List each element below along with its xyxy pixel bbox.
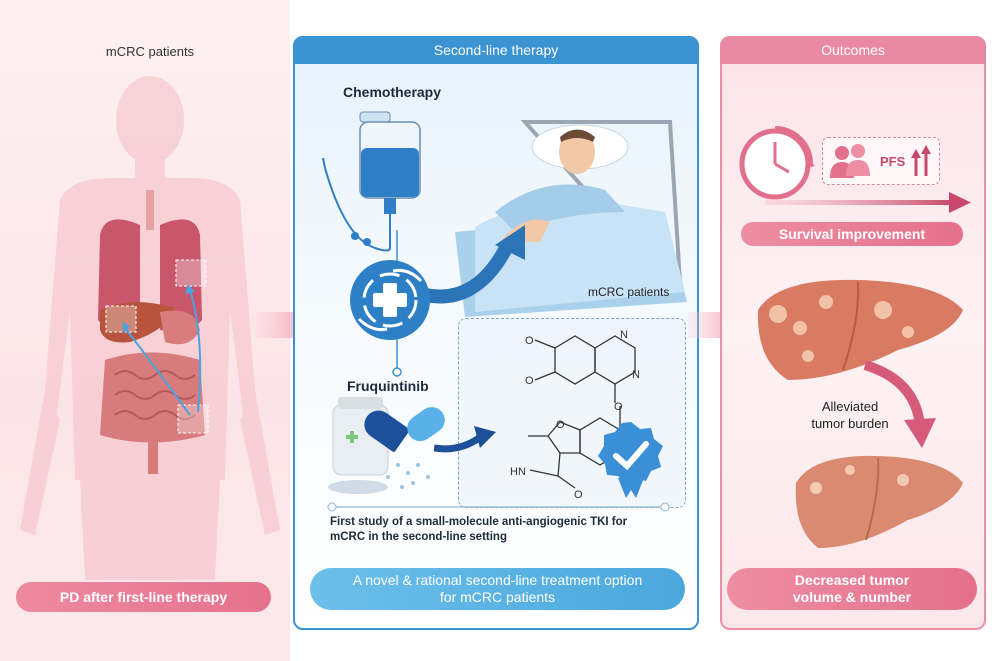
fruquintinib-label: Fruquintinib xyxy=(347,378,429,394)
study-text-line-2: mCRC in the second-line setting xyxy=(330,531,507,543)
left-panel-title: mCRC patients xyxy=(105,44,195,59)
verified-badge-icon xyxy=(598,422,663,498)
treatment-option-label: A novel & rational second-line treatment… xyxy=(310,568,685,610)
drug-arrow xyxy=(434,426,496,453)
molecule-o-4: O xyxy=(556,419,565,431)
pfs-label: PFS xyxy=(880,154,906,169)
treatment-option-line-1: A novel & rational second-line treatment… xyxy=(352,572,643,588)
molecule-n-2: N xyxy=(632,369,640,381)
iv-bag-icon xyxy=(322,111,421,252)
molecule-o-1: O xyxy=(525,335,534,347)
survival-arrow xyxy=(765,192,971,213)
treatment-option-line-2: for mCRC patients xyxy=(439,589,556,605)
decreased-line-2: volume & number xyxy=(792,589,912,605)
capsule-pills-illustration xyxy=(328,397,445,494)
alleviated-line-2: tumor burden xyxy=(811,416,889,431)
study-description: First study of a small-molecule anti-ang… xyxy=(330,515,670,545)
alleviated-label: Alleviated tumor burden xyxy=(790,398,910,432)
molecule-o-2: O xyxy=(525,375,534,387)
decreased-tumor-label: Decreased tumor volume & number xyxy=(727,568,977,610)
outcomes-header: Outcomes xyxy=(720,36,986,64)
improvement-arrow xyxy=(863,360,936,448)
human-body-illustration xyxy=(20,76,280,580)
alleviated-line-1: Alleviated xyxy=(821,399,879,414)
chemotherapy-label: Chemotherapy xyxy=(343,84,442,100)
treatment-arrow xyxy=(425,225,525,304)
clock-icon xyxy=(739,126,815,200)
fruquintinib-molecule: O O N N O O HN O xyxy=(510,329,640,501)
liver-after-illustration xyxy=(795,455,963,548)
survival-improvement-label: Survival improvement xyxy=(741,222,963,246)
liver-before-illustration xyxy=(757,279,963,380)
decreased-line-1: Decreased tumor xyxy=(794,572,910,588)
timeline-line xyxy=(327,502,670,512)
combination-therapy-icon xyxy=(350,260,430,340)
molecule-o-3: O xyxy=(614,401,623,413)
molecule-hn: HN xyxy=(510,466,526,478)
molecule-o-5: O xyxy=(574,489,583,501)
patients-group-icon xyxy=(830,144,870,178)
molecule-n-1: N xyxy=(620,329,628,341)
patients-label: mCRC patients xyxy=(588,285,670,299)
pfs-increase-arrows xyxy=(911,145,931,176)
first-line-pd-label: PD after first-line therapy xyxy=(16,582,271,612)
patient-in-bed-illustration xyxy=(455,120,687,317)
second-line-header: Second-line therapy xyxy=(293,36,699,64)
study-text-line-1: First study of a small-molecule anti-ang… xyxy=(330,516,628,528)
